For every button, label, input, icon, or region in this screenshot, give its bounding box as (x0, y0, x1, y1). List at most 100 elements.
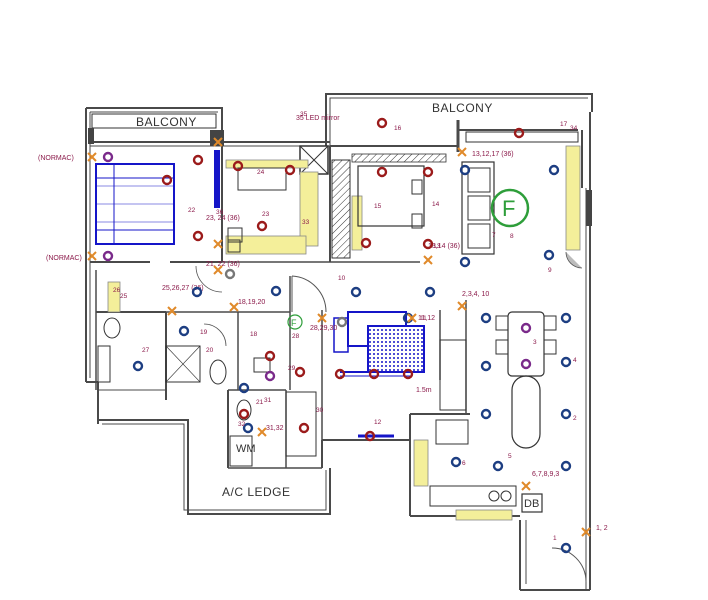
room-labels: BALCONY BALCONY A/C LEDGE WM DB (136, 101, 539, 510)
note-28-29: 28,29,30 (310, 325, 337, 332)
switch-marker (213, 239, 223, 249)
point-number: 10 (338, 275, 346, 282)
light-point (543, 249, 555, 261)
point-number: 31 (264, 397, 272, 404)
light-point (178, 325, 190, 337)
light-point (402, 368, 414, 380)
hatched-columns (331, 153, 447, 259)
note-mirror: 35 LED mirror (296, 115, 340, 122)
light-point (424, 286, 436, 298)
point-number: 2 (573, 415, 577, 422)
point-number: 35 (300, 111, 308, 118)
note-13-12-17: 13,12,17 (36) (472, 151, 514, 158)
db-label: DB (524, 498, 539, 510)
note-18-19-20: 18,19,20 (238, 299, 265, 306)
note-25-26-27: 25,26,27 (36) (162, 285, 204, 292)
switch-marker (167, 306, 177, 316)
light-point (548, 164, 560, 176)
point-number: 20 (206, 347, 214, 354)
light-point (560, 460, 572, 472)
point-number: 18 (250, 331, 258, 338)
point-number: 24 (257, 169, 265, 176)
point-number: 28 (292, 333, 300, 340)
point-number: 25 (120, 293, 128, 300)
light-point (480, 408, 492, 420)
svg-text:F: F (291, 318, 297, 328)
light-point (102, 151, 114, 163)
light-point (492, 460, 504, 472)
light-point (376, 117, 388, 129)
point-number: 23 (262, 211, 270, 218)
point-number: 7 (492, 232, 496, 239)
point-number: 34 (570, 125, 578, 132)
ac-ledge-label: A/C LEDGE (222, 485, 291, 499)
point-number: 11 (420, 315, 427, 322)
switch-points (87, 137, 591, 537)
point-number: 26 (113, 287, 121, 294)
light-point (161, 174, 173, 186)
ceiling-fan-symbol-small: F (287, 314, 303, 330)
point-number: 4 (573, 357, 577, 364)
note-11-12: 11,12 (418, 315, 435, 322)
balcony-right-label: BALCONY (432, 101, 493, 115)
light-point (368, 368, 380, 380)
switch-marker (213, 265, 223, 275)
light-point (270, 285, 282, 297)
light-point (364, 430, 376, 442)
light-point (560, 356, 572, 368)
light-point (264, 350, 276, 362)
light-point (192, 230, 204, 242)
note-1-5m: 1.5m (416, 387, 432, 394)
light-point (422, 166, 434, 178)
point-number: 36 (216, 209, 224, 216)
point-number: 13 (433, 243, 441, 250)
note-1-2: 1, 2 (596, 525, 608, 532)
switch-marker (257, 427, 267, 437)
light-point (224, 268, 236, 280)
wardrobes (107, 145, 581, 521)
point-number: 27 (142, 347, 150, 354)
light-point (294, 366, 306, 378)
point-number: 33 (302, 219, 310, 226)
light-point (264, 370, 276, 382)
light-point (560, 542, 572, 554)
light-points (102, 117, 572, 554)
annotations: (NORMAC) (NORMAC) 13,12,17 (36) 23, 24 (… (38, 115, 608, 532)
light-point (422, 238, 434, 250)
light-point (459, 164, 471, 176)
light-point (256, 220, 268, 232)
balcony-left-label: BALCONY (136, 115, 197, 129)
point-number: 22 (188, 207, 196, 214)
svg-text:F: F (502, 196, 515, 221)
light-point (336, 316, 348, 328)
light-point (132, 360, 144, 372)
light-point (298, 422, 310, 434)
switch-marker (87, 152, 97, 162)
light-point (520, 322, 532, 334)
switch-marker (317, 313, 327, 323)
light-point (480, 312, 492, 324)
light-point (350, 286, 362, 298)
point-number: 32 (238, 421, 246, 428)
light-point (560, 408, 572, 420)
point-number: 3 (533, 339, 537, 346)
light-point (459, 256, 471, 268)
light-point (238, 382, 250, 394)
ceiling-fan-symbol: F (490, 188, 530, 228)
light-point (376, 166, 388, 178)
point-number: 12 (374, 419, 382, 426)
switch-marker (457, 301, 467, 311)
wm-label: WM (236, 443, 256, 455)
point-number: 5 (508, 453, 512, 460)
point-number: 30 (316, 407, 324, 414)
switch-marker (423, 255, 433, 265)
switch-marker (407, 313, 417, 323)
note-13-14: 13,14 (36) (428, 243, 460, 250)
light-point (360, 237, 372, 249)
light-point (238, 408, 250, 420)
switch-marker (457, 147, 467, 157)
note-31-32: 31,32 (266, 425, 284, 432)
light-point (513, 127, 525, 139)
switch-marker (521, 481, 531, 491)
